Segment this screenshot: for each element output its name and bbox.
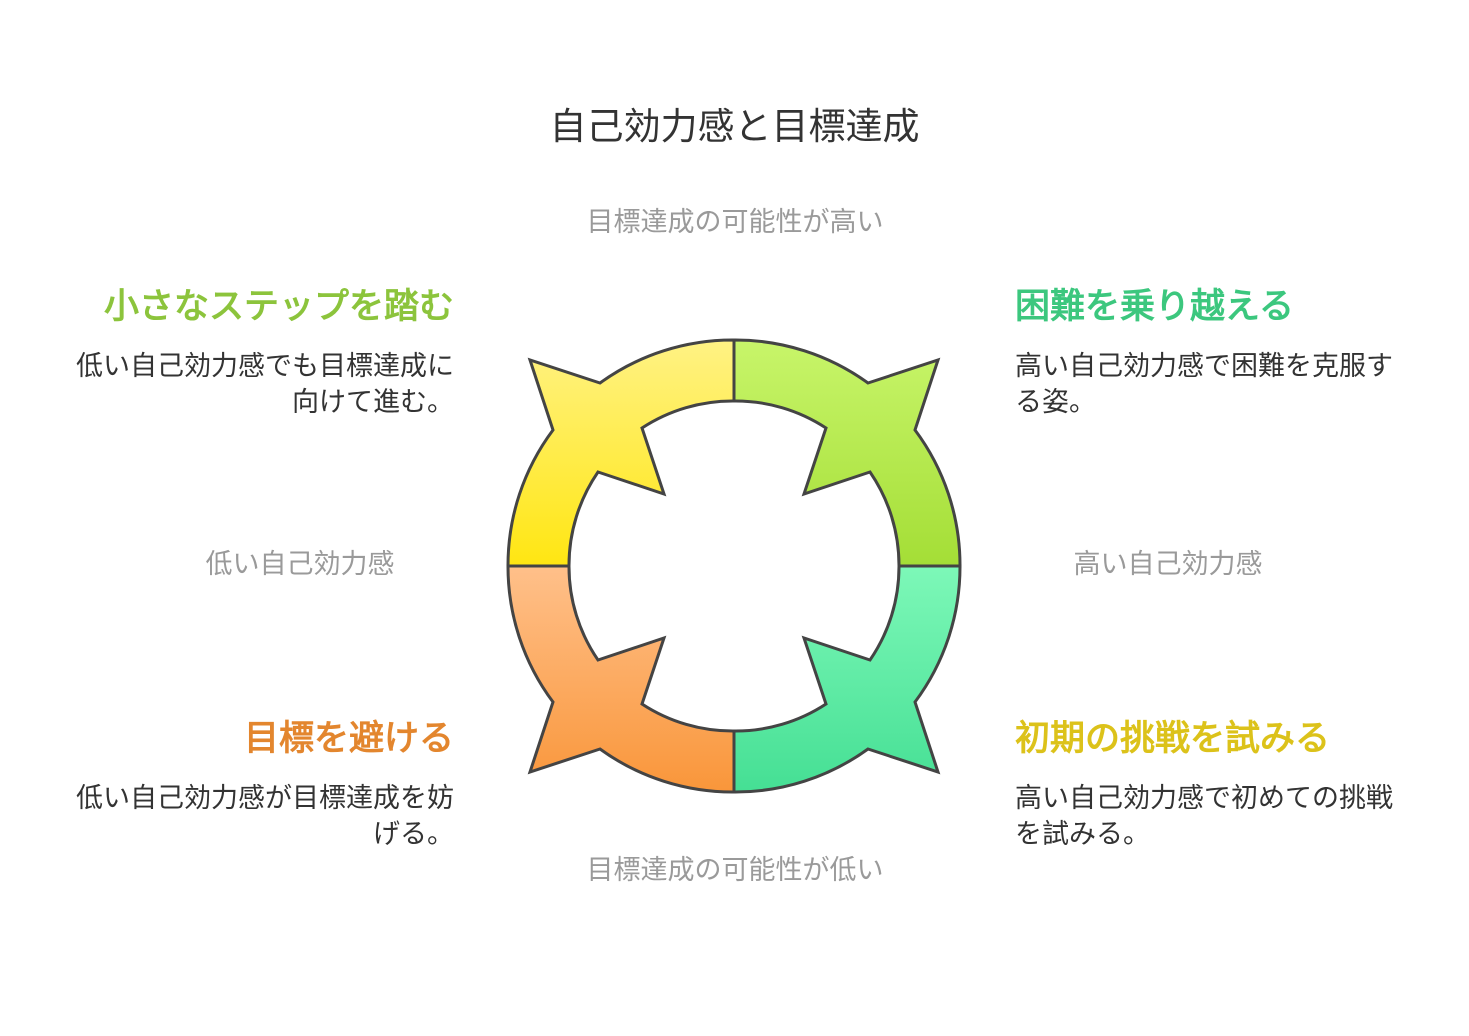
axis-label-top: 目標達成の可能性が高い <box>586 207 884 238</box>
quadrant-heading-bottom-right: 初期の挑戦を試みる <box>1015 719 1331 759</box>
quadrant-desc-bottom-left: 低い自己効力感が目標達成を妨げる。 <box>76 783 454 850</box>
axis-label-left: 低い自己効力感 <box>205 549 395 580</box>
quadrant-heading-top-left: 小さなステップを踏む <box>103 287 454 327</box>
quadrant-desc-top-left: 低い自己効力感でも目標達成に向けて進む。 <box>76 351 454 418</box>
axis-label-right: 高い自己効力感 <box>1073 549 1263 580</box>
quadrant-desc-top-right: 高い自己効力感で困難を克服する姿。 <box>1015 351 1393 418</box>
diagram-title: 自己効力感と目標達成 <box>549 105 920 148</box>
quadrant-heading-bottom-left: 目標を避ける <box>243 719 454 759</box>
ring-segment-bottom-left <box>506 564 736 794</box>
ring-segment-bottom-right <box>732 564 962 794</box>
ring-segment-top-right <box>732 338 962 568</box>
quadrant-desc-bottom-right: 高い自己効力感で初めての挑戦を試みる。 <box>1015 783 1393 850</box>
quadrant-heading-top-right: 困難を乗り越える <box>1015 287 1294 327</box>
ring-segment-top-left <box>506 338 736 568</box>
axis-label-bottom: 目標達成の可能性が低い <box>586 855 884 886</box>
